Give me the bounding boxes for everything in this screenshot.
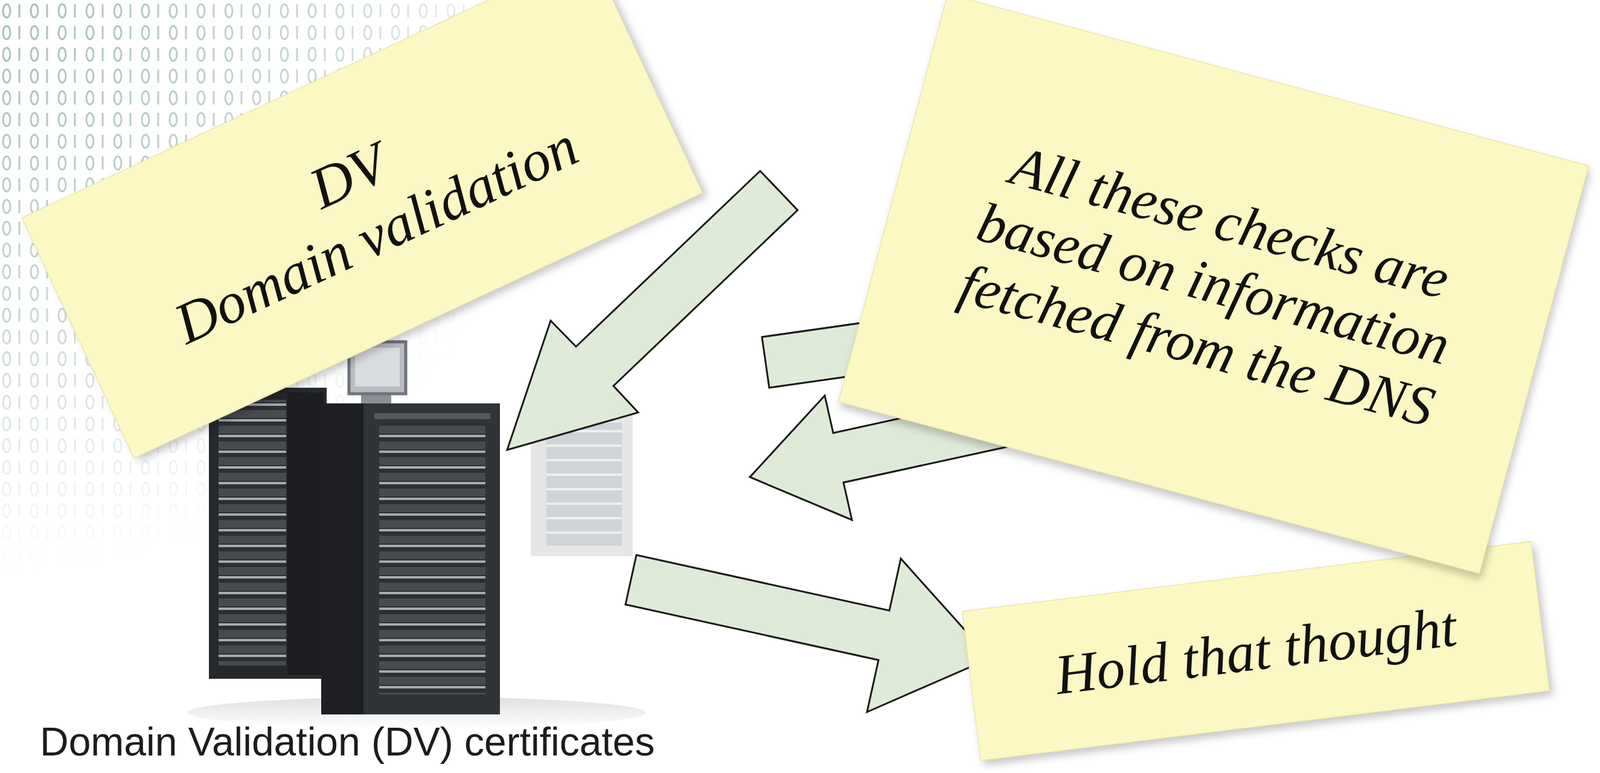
left-rack-bays xyxy=(218,399,287,666)
center-rack-bays xyxy=(379,422,486,695)
slide-caption: Domain Validation (DV) certificates xyxy=(39,719,656,764)
sticky-note: Hold that thought xyxy=(961,540,1550,761)
background-rack-bays xyxy=(546,422,622,547)
sticky-note: All these checks are based on informatio… xyxy=(838,0,1590,574)
note-text: All these checks are based on informatio… xyxy=(932,123,1495,445)
left-rack xyxy=(208,387,327,679)
center-rack-side xyxy=(321,403,364,715)
monitor-screen xyxy=(355,347,400,387)
center-rack xyxy=(321,403,500,715)
center-rack-top-bar xyxy=(374,412,491,420)
left-rack-side xyxy=(287,392,324,676)
note-text: Hold that thought xyxy=(1004,588,1509,713)
block-arrow xyxy=(625,554,991,712)
